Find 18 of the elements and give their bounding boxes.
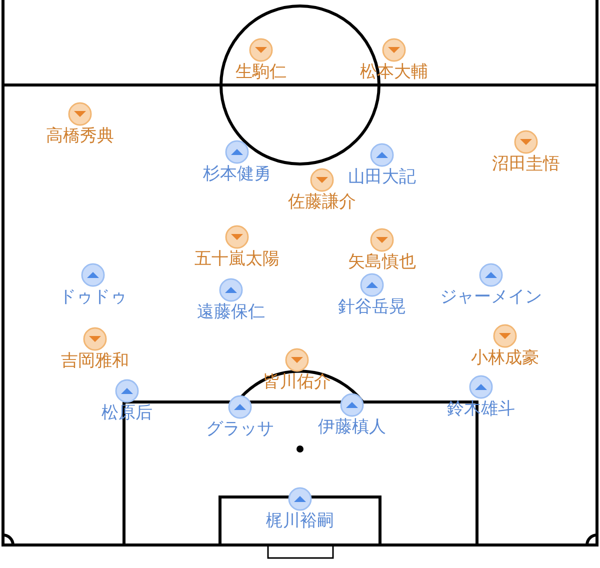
player-name: グラッサ (206, 419, 274, 439)
player-name: 小林成豪 (471, 348, 539, 368)
player-name: 皆川佑介 (263, 372, 331, 392)
player-name: 五十嵐太陽 (194, 249, 280, 269)
player-name: 生駒仁 (236, 62, 286, 82)
player-name: 梶川裕嗣 (266, 511, 334, 531)
player-name: 伊藤槙人 (318, 417, 386, 437)
player-name: 山田大記 (348, 167, 416, 187)
player-name: 矢島慎也 (348, 252, 416, 272)
player-name: 佐藤謙介 (288, 192, 356, 212)
player-name: 沼田圭悟 (492, 154, 560, 174)
player-name: 杉本健勇 (203, 164, 271, 184)
player-name: 吉岡雅和 (61, 351, 129, 371)
player-name: ジャーメイン (440, 287, 542, 307)
player-name: 遠藤保仁 (197, 302, 265, 322)
player-name: 高橋秀典 (46, 126, 114, 146)
player-name: ドゥドゥ (59, 287, 127, 307)
player-name: 針谷岳晃 (338, 297, 406, 317)
